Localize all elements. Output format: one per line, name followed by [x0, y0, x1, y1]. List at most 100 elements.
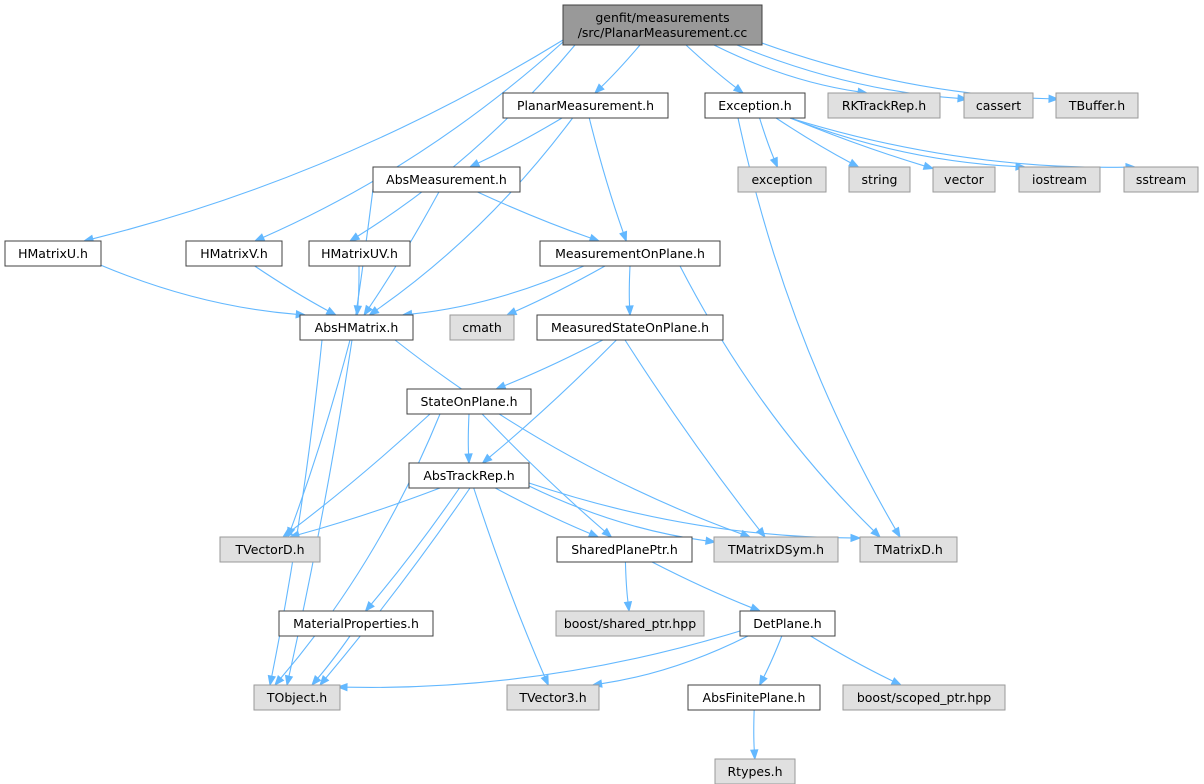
edge-materialproperties_h-to-tobject_h — [317, 635, 351, 679]
node-abshmatrix_h[interactable]: AbsHMatrix.h — [299, 314, 414, 341]
edge-abstrackrep_h-to-tvector3_h — [473, 487, 546, 677]
node-cmath: cmath — [449, 314, 515, 341]
node-box-measurementonplane_h — [539, 240, 721, 267]
node-label-materialproperties_h: MaterialProperties.h — [293, 616, 419, 631]
node-absmeasurement_h[interactable]: AbsMeasurement.h — [372, 166, 521, 193]
arrowhead-exception_h-to-string — [848, 158, 860, 168]
node-iostream: iostream — [1018, 166, 1101, 193]
edge-abstrackrep_h-to-tmatrixdsym_h — [528, 485, 707, 542]
edge-abstrackrep_h-to-tobject_h — [325, 487, 471, 679]
node-box-boost_shared_ptr_hpp — [555, 610, 705, 637]
node-abstrackrep_h[interactable]: AbsTrackRep.h — [408, 462, 530, 489]
node-box-string — [848, 166, 911, 193]
node-planarmeasurement_h[interactable]: PlanarMeasurement.h — [502, 92, 669, 119]
node-materialproperties_h[interactable]: MaterialProperties.h — [278, 610, 434, 637]
edge-abshmatrix_h-to-tvectord_h — [290, 339, 351, 529]
edge-root-to-tbuffer_h — [761, 42, 1050, 100]
edge-absmeasurement_h-to-measurementonplane_h — [477, 191, 591, 239]
arrowhead-detplane_h-to-tobject_h — [336, 682, 348, 692]
node-label-cassert: cassert — [976, 98, 1021, 113]
node-root[interactable]: genfit/measurements/src/PlanarMeasuremen… — [562, 4, 763, 46]
arrowhead-measurementonplane_h-to-cmath — [505, 307, 518, 316]
arrowhead-measurementonplane_h-to-tmatrixd_h — [870, 527, 881, 538]
arrowhead-abstrackrep_h-to-materialproperties_h — [364, 601, 375, 613]
edge-root-to-hmatrixuv_h — [357, 44, 576, 237]
edge-detplane_h-to-boost_scoped_ptr_hpp — [810, 635, 894, 682]
edge-exception_h-to-iostream — [789, 117, 1017, 168]
arrowhead-abstrackrep_h-to-tmatrixdsym_h — [705, 536, 717, 545]
node-box-absfiniteplane_h — [687, 684, 821, 711]
node-box-exception — [737, 166, 827, 193]
edge-measuredstateonplane_h-to-stateonplane_h — [504, 339, 604, 387]
arrowhead-root-to-hmatrixv_h — [253, 233, 266, 242]
edge-hmatrixu_h-to-abshmatrix_h — [100, 264, 297, 315]
arrowhead-materialproperties_h-to-tobject_h — [311, 675, 322, 687]
edge-abstrackrep_h-to-tmatrixd_h — [528, 482, 852, 539]
node-measuredstateonplane_h[interactable]: MeasuredStateOnPlane.h — [536, 314, 724, 341]
node-box-hmatrixu_h — [4, 240, 102, 267]
node-label-sharedplaneptr_h: SharedPlanePtr.h — [571, 542, 678, 557]
edge-exception_h-to-sstream — [789, 117, 1127, 168]
node-label-rktrackrep_h: RKTrackRep.h — [842, 98, 926, 113]
edge-planarmeasurement_h-to-absmeasurement_h — [477, 117, 563, 164]
node-box-tvectord_h — [219, 536, 321, 563]
node-tvector3_h: TVector3.h — [506, 684, 600, 711]
arrowhead-planarmeasurement_h-to-measurementonplane_h — [619, 230, 628, 243]
node-sharedplaneptr_h[interactable]: SharedPlanePtr.h — [556, 536, 693, 563]
edge-abstrackrep_h-to-sharedplaneptr_h — [495, 487, 591, 535]
edge-abstrackrep_h-to-tvectord_h — [298, 487, 441, 536]
node-label-hmatrixuv_h: HMatrixUV.h — [321, 246, 398, 261]
node-exception_h[interactable]: Exception.h — [704, 92, 806, 119]
node-label-vector: vector — [944, 172, 985, 187]
arrowhead-stateonplane_h-to-tobject_h — [274, 675, 285, 687]
edge-stateonplane_h-to-tvectord_h — [289, 413, 431, 533]
node-detplane_h[interactable]: DetPlane.h — [739, 610, 836, 637]
edge-measuredstateonplane_h-to-tmatrixdsym_h — [624, 339, 760, 531]
node-label-string: string — [862, 172, 898, 187]
edge-root-to-hmatrixv_h — [263, 41, 564, 238]
node-box-abshmatrix_h — [299, 314, 414, 341]
node-box-hmatrixuv_h — [308, 240, 411, 267]
arrowhead-exception_h-to-tmatrixd_h — [891, 526, 901, 539]
node-hmatrixuv_h[interactable]: HMatrixUV.h — [308, 240, 411, 267]
node-box-rktrackrep_h — [827, 92, 941, 119]
node-box-detplane_h — [739, 610, 836, 637]
node-absfiniteplane_h[interactable]: AbsFinitePlane.h — [687, 684, 821, 711]
node-label-boost_shared_ptr_hpp: boost/shared_ptr.hpp — [564, 616, 696, 631]
edge-abshmatrix_h-to-tmatrixdsym_h — [394, 339, 742, 535]
node-tvectord_h: TVectorD.h — [219, 536, 321, 563]
node-measurementonplane_h[interactable]: MeasurementOnPlane.h — [539, 240, 721, 267]
arrowhead-sharedplaneptr_h-to-detplane_h — [749, 603, 762, 612]
arrowhead-abstrackrep_h-to-tmatrixd_h — [850, 533, 862, 543]
arrowhead-sharedplaneptr_h-to-boost_shared_ptr_hpp — [623, 601, 633, 613]
arrowhead-exception_h-to-vector — [922, 161, 935, 170]
node-label-tbuffer_h: TBuffer.h — [1068, 98, 1125, 113]
arrowhead-stateonplane_h-to-tvectord_h — [281, 527, 294, 538]
arrowhead-absfiniteplane_h-to-rtypes_h — [750, 749, 759, 761]
node-label-sstream: sstream — [1136, 172, 1186, 187]
node-label-root: /src/PlanarMeasurement.cc — [578, 25, 748, 40]
arrowhead-abstrackrep_h-to-tvector3_h — [540, 674, 549, 687]
node-sstream: sstream — [1123, 166, 1199, 193]
node-label-measurementonplane_h: MeasurementOnPlane.h — [555, 246, 705, 261]
edge-measurementonplane_h-to-cmath — [515, 265, 606, 312]
arrowhead-root-to-exception_h — [732, 83, 745, 94]
node-stateonplane_h[interactable]: StateOnPlane.h — [406, 388, 532, 415]
node-label-measuredstateonplane_h: MeasuredStateOnPlane.h — [551, 320, 709, 335]
node-hmatrixu_h[interactable]: HMatrixU.h — [4, 240, 102, 267]
arrowhead-absmeasurement_h-to-tobject_h — [284, 674, 294, 687]
node-box-vector — [932, 166, 996, 193]
edge-measurementonplane_h-to-abshmatrix_h — [411, 265, 585, 315]
node-label-rtypes_h: Rtypes.h — [727, 764, 782, 779]
edge-exception_h-to-string — [775, 117, 851, 164]
node-label-tmatrixdsym_h: TMatrixDSym.h — [727, 542, 824, 557]
node-box-rtypes_h — [714, 758, 796, 784]
node-hmatrixv_h[interactable]: HMatrixV.h — [185, 240, 283, 267]
node-tmatrixd_h: TMatrixD.h — [859, 536, 958, 563]
edge-root-to-hmatrixu_h — [92, 39, 564, 240]
node-box-hmatrixv_h — [185, 240, 283, 267]
node-label-tvector3_h: TVector3.h — [518, 690, 586, 705]
edges-layer — [82, 39, 1137, 761]
node-box-abstrackrep_h — [408, 462, 530, 489]
node-boost_scoped_ptr_hpp: boost/scoped_ptr.hpp — [842, 684, 1006, 711]
